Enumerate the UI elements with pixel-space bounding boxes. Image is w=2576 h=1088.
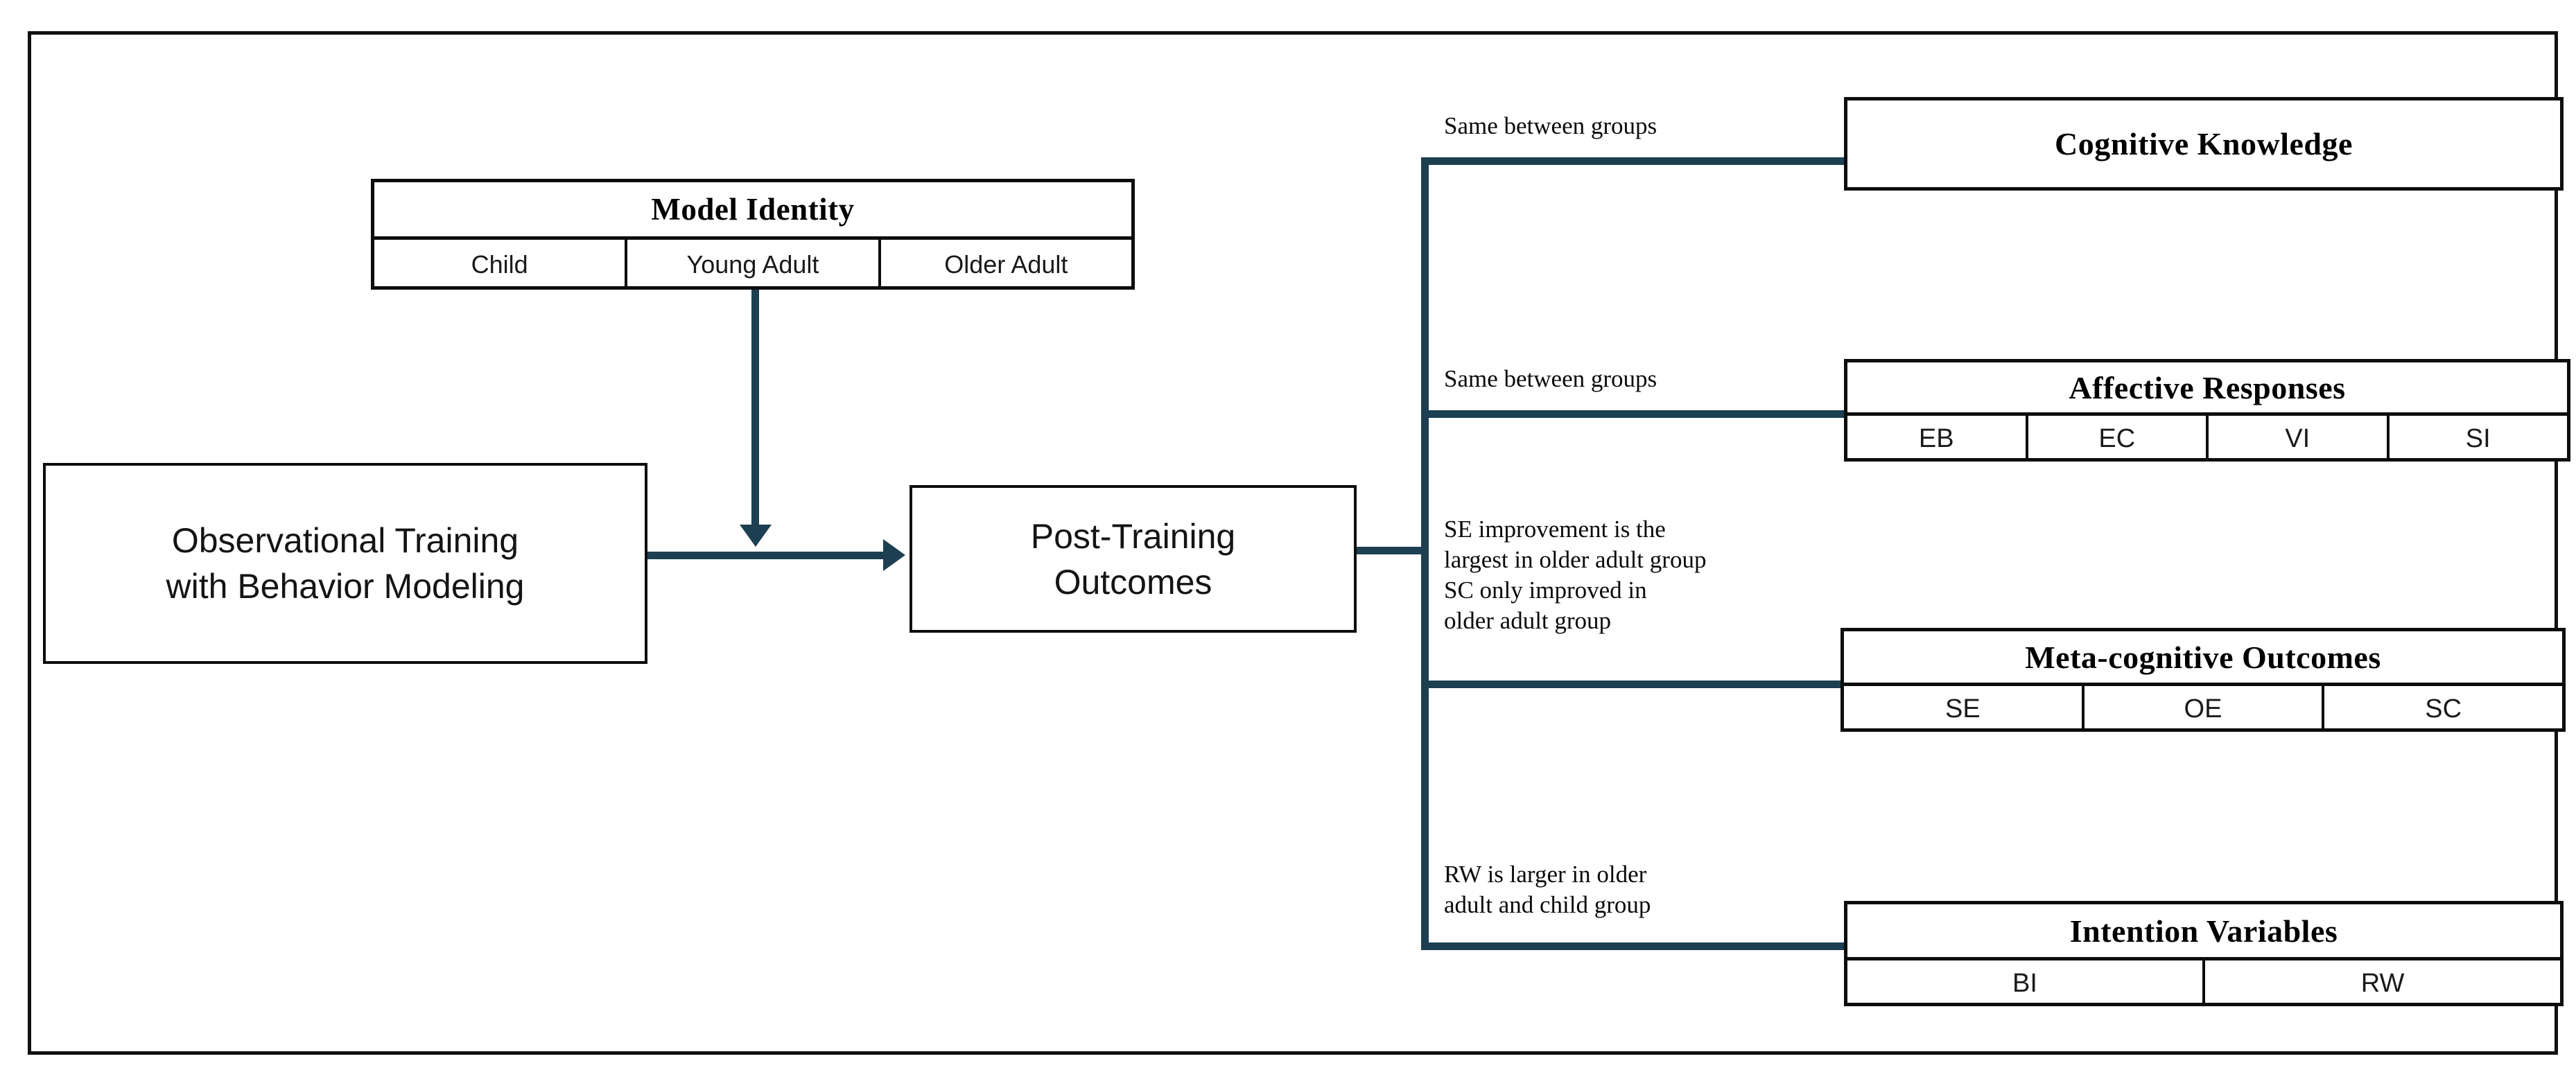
cognitive-knowledge-node: Cognitive Knowledge <box>1844 97 2564 191</box>
post-training-outcomes-box: Post-Training Outcomes <box>910 485 1357 633</box>
model-identity-cell-young-adult: Young Adult <box>625 240 878 290</box>
model-identity-cell-child: Child <box>471 250 528 279</box>
model-identity-cell-older-adult: Older Adult <box>878 240 1131 290</box>
connector-branch-cognitive <box>1421 157 1847 165</box>
intention-variables-node: Intention Variables BI RW <box>1844 901 2564 1006</box>
affective-responses-row: EB EC VI SI <box>1847 412 2567 462</box>
meta-cognitive-outcomes-cell-sc: SC <box>2322 686 2562 732</box>
connector-branch-affective <box>1421 410 1847 418</box>
affective-responses-cell-si: SI <box>2386 416 2568 462</box>
affective-responses-cell-eb: EB <box>1918 423 1954 453</box>
affective-responses-node: Affective Responses EB EC VI SI <box>1844 359 2570 462</box>
diagram-outer-border <box>28 31 2558 1055</box>
connector-training-to-outcomes <box>647 552 883 559</box>
connector-model-identity-to-flow <box>751 290 759 529</box>
intention-variables-cell-bi: BI <box>2012 968 2037 998</box>
meta-cognitive-outcomes-row: SE OE SC <box>1844 683 2562 732</box>
intention-variables-cell-rw: RW <box>2202 960 2560 1006</box>
connector-branch-trunk <box>1421 157 1429 950</box>
connector-branch-intention <box>1421 942 1847 950</box>
affective-responses-cell-vi: VI <box>2206 416 2387 462</box>
arrowhead-model-identity-down <box>740 525 772 547</box>
edge-label-affective: Same between groups <box>1444 365 1657 392</box>
model-identity-row: Child Young Adult Older Adult <box>374 236 1131 290</box>
meta-cognitive-outcomes-cell-oe: OE <box>2081 686 2322 732</box>
connector-branch-meta-cognitive <box>1421 681 1844 688</box>
edge-label-intention: RW is larger in older adult and child gr… <box>1444 861 1651 919</box>
meta-cognitive-outcomes-cell-se: SE <box>1944 694 1981 723</box>
affective-responses-header: Affective Responses <box>2069 369 2346 405</box>
edge-label-meta-cognitive: SE improvement is the largest in older a… <box>1444 516 1707 635</box>
intention-variables-row: BI RW <box>1847 957 2560 1006</box>
model-identity-header: Model Identity <box>651 192 855 227</box>
meta-cognitive-outcomes-node: Meta-cognitive Outcomes SE OE SC <box>1840 628 2566 732</box>
cognitive-knowledge-header: Cognitive Knowledge <box>2055 126 2353 161</box>
arrowhead-training-right <box>883 539 905 571</box>
connector-outcomes-stem <box>1357 547 1429 554</box>
observational-training-box: Observational Training with Behavior Mod… <box>43 463 647 664</box>
model-identity-node: Model Identity Child Young Adult Older A… <box>371 179 1135 290</box>
affective-responses-cell-ec: EC <box>2025 416 2207 462</box>
meta-cognitive-outcomes-header: Meta-cognitive Outcomes <box>2025 639 2381 675</box>
intention-variables-header: Intention Variables <box>2069 913 2338 949</box>
edge-label-cognitive: Same between groups <box>1444 112 1657 139</box>
